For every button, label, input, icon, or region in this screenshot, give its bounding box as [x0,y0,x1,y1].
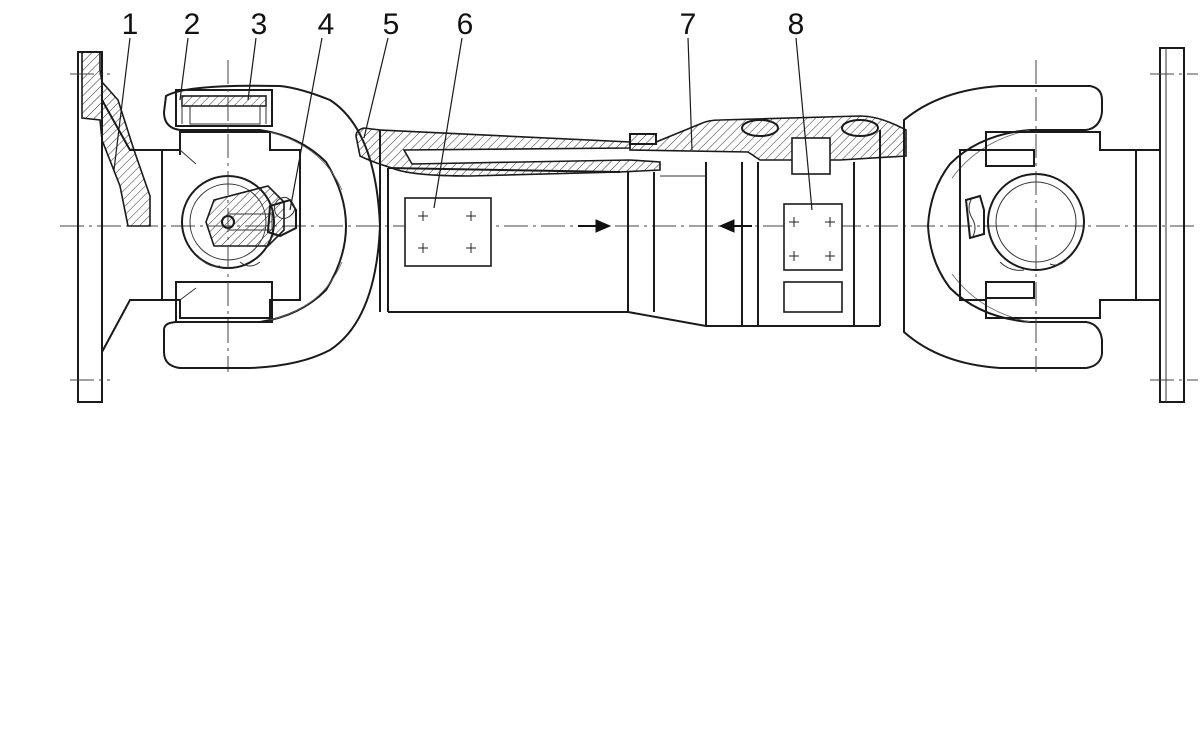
slip-joint-sleeve [627,115,907,327]
callout-3: 3 [251,8,268,41]
label-plate-left [404,197,492,267]
callout-5: 5 [383,8,400,41]
left-shaft-tube [355,127,661,313]
left-flange [70,51,181,403]
callout-1: 1 [122,8,139,41]
callout-labels: 1 2 3 4 5 6 7 8 [122,8,805,41]
label-plate-small [783,281,843,313]
callout-6: 6 [457,8,474,41]
right-flange [1136,47,1198,403]
callout-2: 2 [184,8,201,41]
callout-7: 7 [680,8,697,41]
label-plate-right [783,203,843,271]
callout-leaders [113,37,813,211]
callout-4: 4 [318,8,335,41]
callout-8: 8 [788,8,805,41]
right-universal-joint [903,60,1137,372]
left-universal-joint [161,60,382,372]
